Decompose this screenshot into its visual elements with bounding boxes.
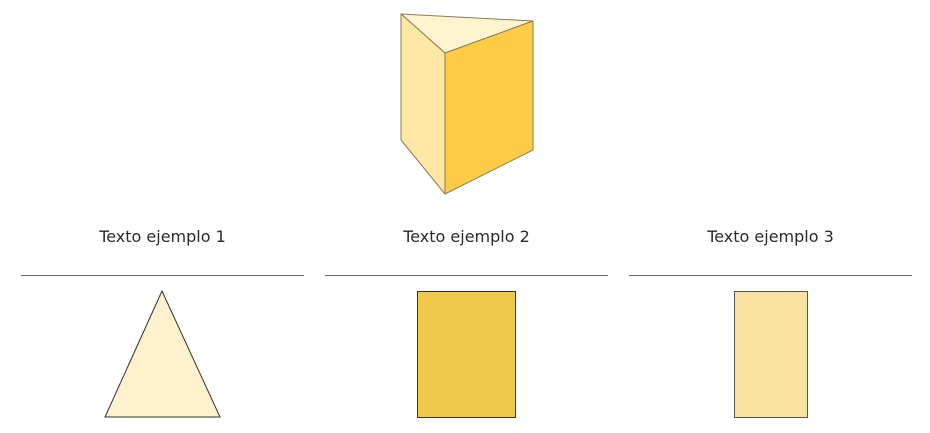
example-column-1: Texto ejemplo 1 [21,200,304,430]
caption-2: Texto ejemplo 2 [403,227,530,246]
triangle-shape [104,289,221,418]
triangular-prism [400,13,534,195]
divider-2 [325,275,608,276]
caption-3: Texto ejemplo 3 [707,227,834,246]
example-column-2: Texto ejemplo 2 [325,200,608,430]
example-column-3: Texto ejemplo 3 [629,200,912,430]
divider-3 [629,275,912,276]
divider-1 [21,275,304,276]
rectangle-shape [417,291,516,418]
shape-rectangle [417,291,516,418]
prism-front-face [444,20,534,195]
narrow-rectangle-shape [734,291,808,418]
shape-triangle [104,289,221,418]
caption-1: Texto ejemplo 1 [99,227,226,246]
shape-narrow-rectangle [734,291,808,418]
